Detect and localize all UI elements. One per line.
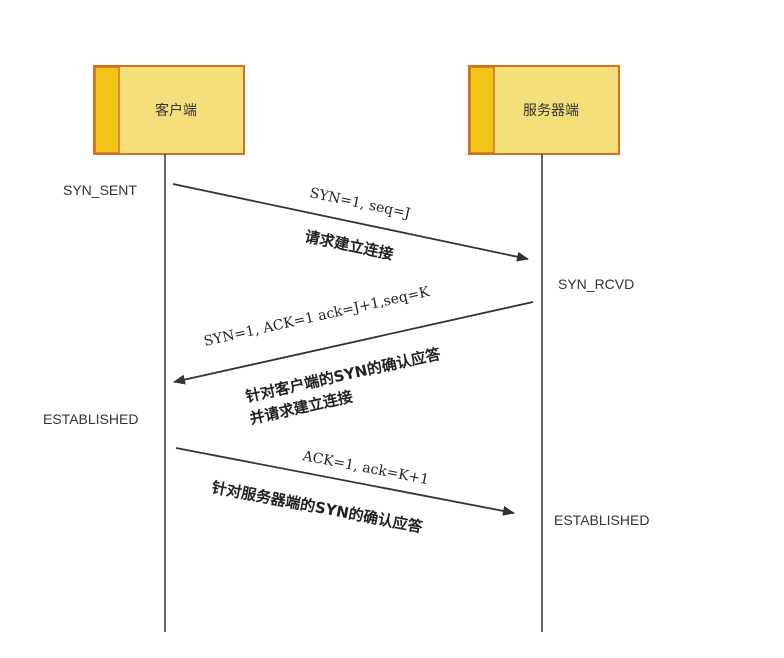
server-participant: 服务器端: [468, 65, 620, 155]
ack-arrow: [175, 447, 515, 516]
syn-ack-arrow: [173, 301, 534, 385]
server-label: 服务器端: [523, 103, 579, 119]
client-box-accent: [94, 66, 120, 154]
state-client-syn-sent: SYN_SENT: [63, 182, 137, 198]
message-syn-ack: SYN=1, ACK=1 ack=J+1,seq=K 针对客户端的SYN的确认应…: [173, 284, 534, 428]
syn-note: 请求建立连接: [303, 227, 395, 263]
message-ack: ACK=1, ack=K+1 针对服务器端的SYN的确认应答: [175, 447, 515, 537]
ack-params: ACK=1, ack=K+1: [300, 448, 430, 488]
server-box-accent: [469, 66, 495, 154]
syn-arrow: [172, 183, 529, 262]
state-server-syn-rcvd: SYN_RCVD: [558, 276, 634, 292]
ack-note: 针对服务器端的SYN的确认应答: [210, 478, 425, 536]
state-server-established: ESTABLISHED: [554, 512, 649, 528]
client-participant: 客户端: [93, 65, 245, 155]
client-label: 客户端: [155, 102, 197, 119]
state-client-established: ESTABLISHED: [43, 411, 138, 427]
message-syn: SYN=1, seq=J 请求建立连接: [172, 183, 529, 263]
syn-ack-params: SYN=1, ACK=1 ack=J+1,seq=K: [202, 284, 431, 350]
